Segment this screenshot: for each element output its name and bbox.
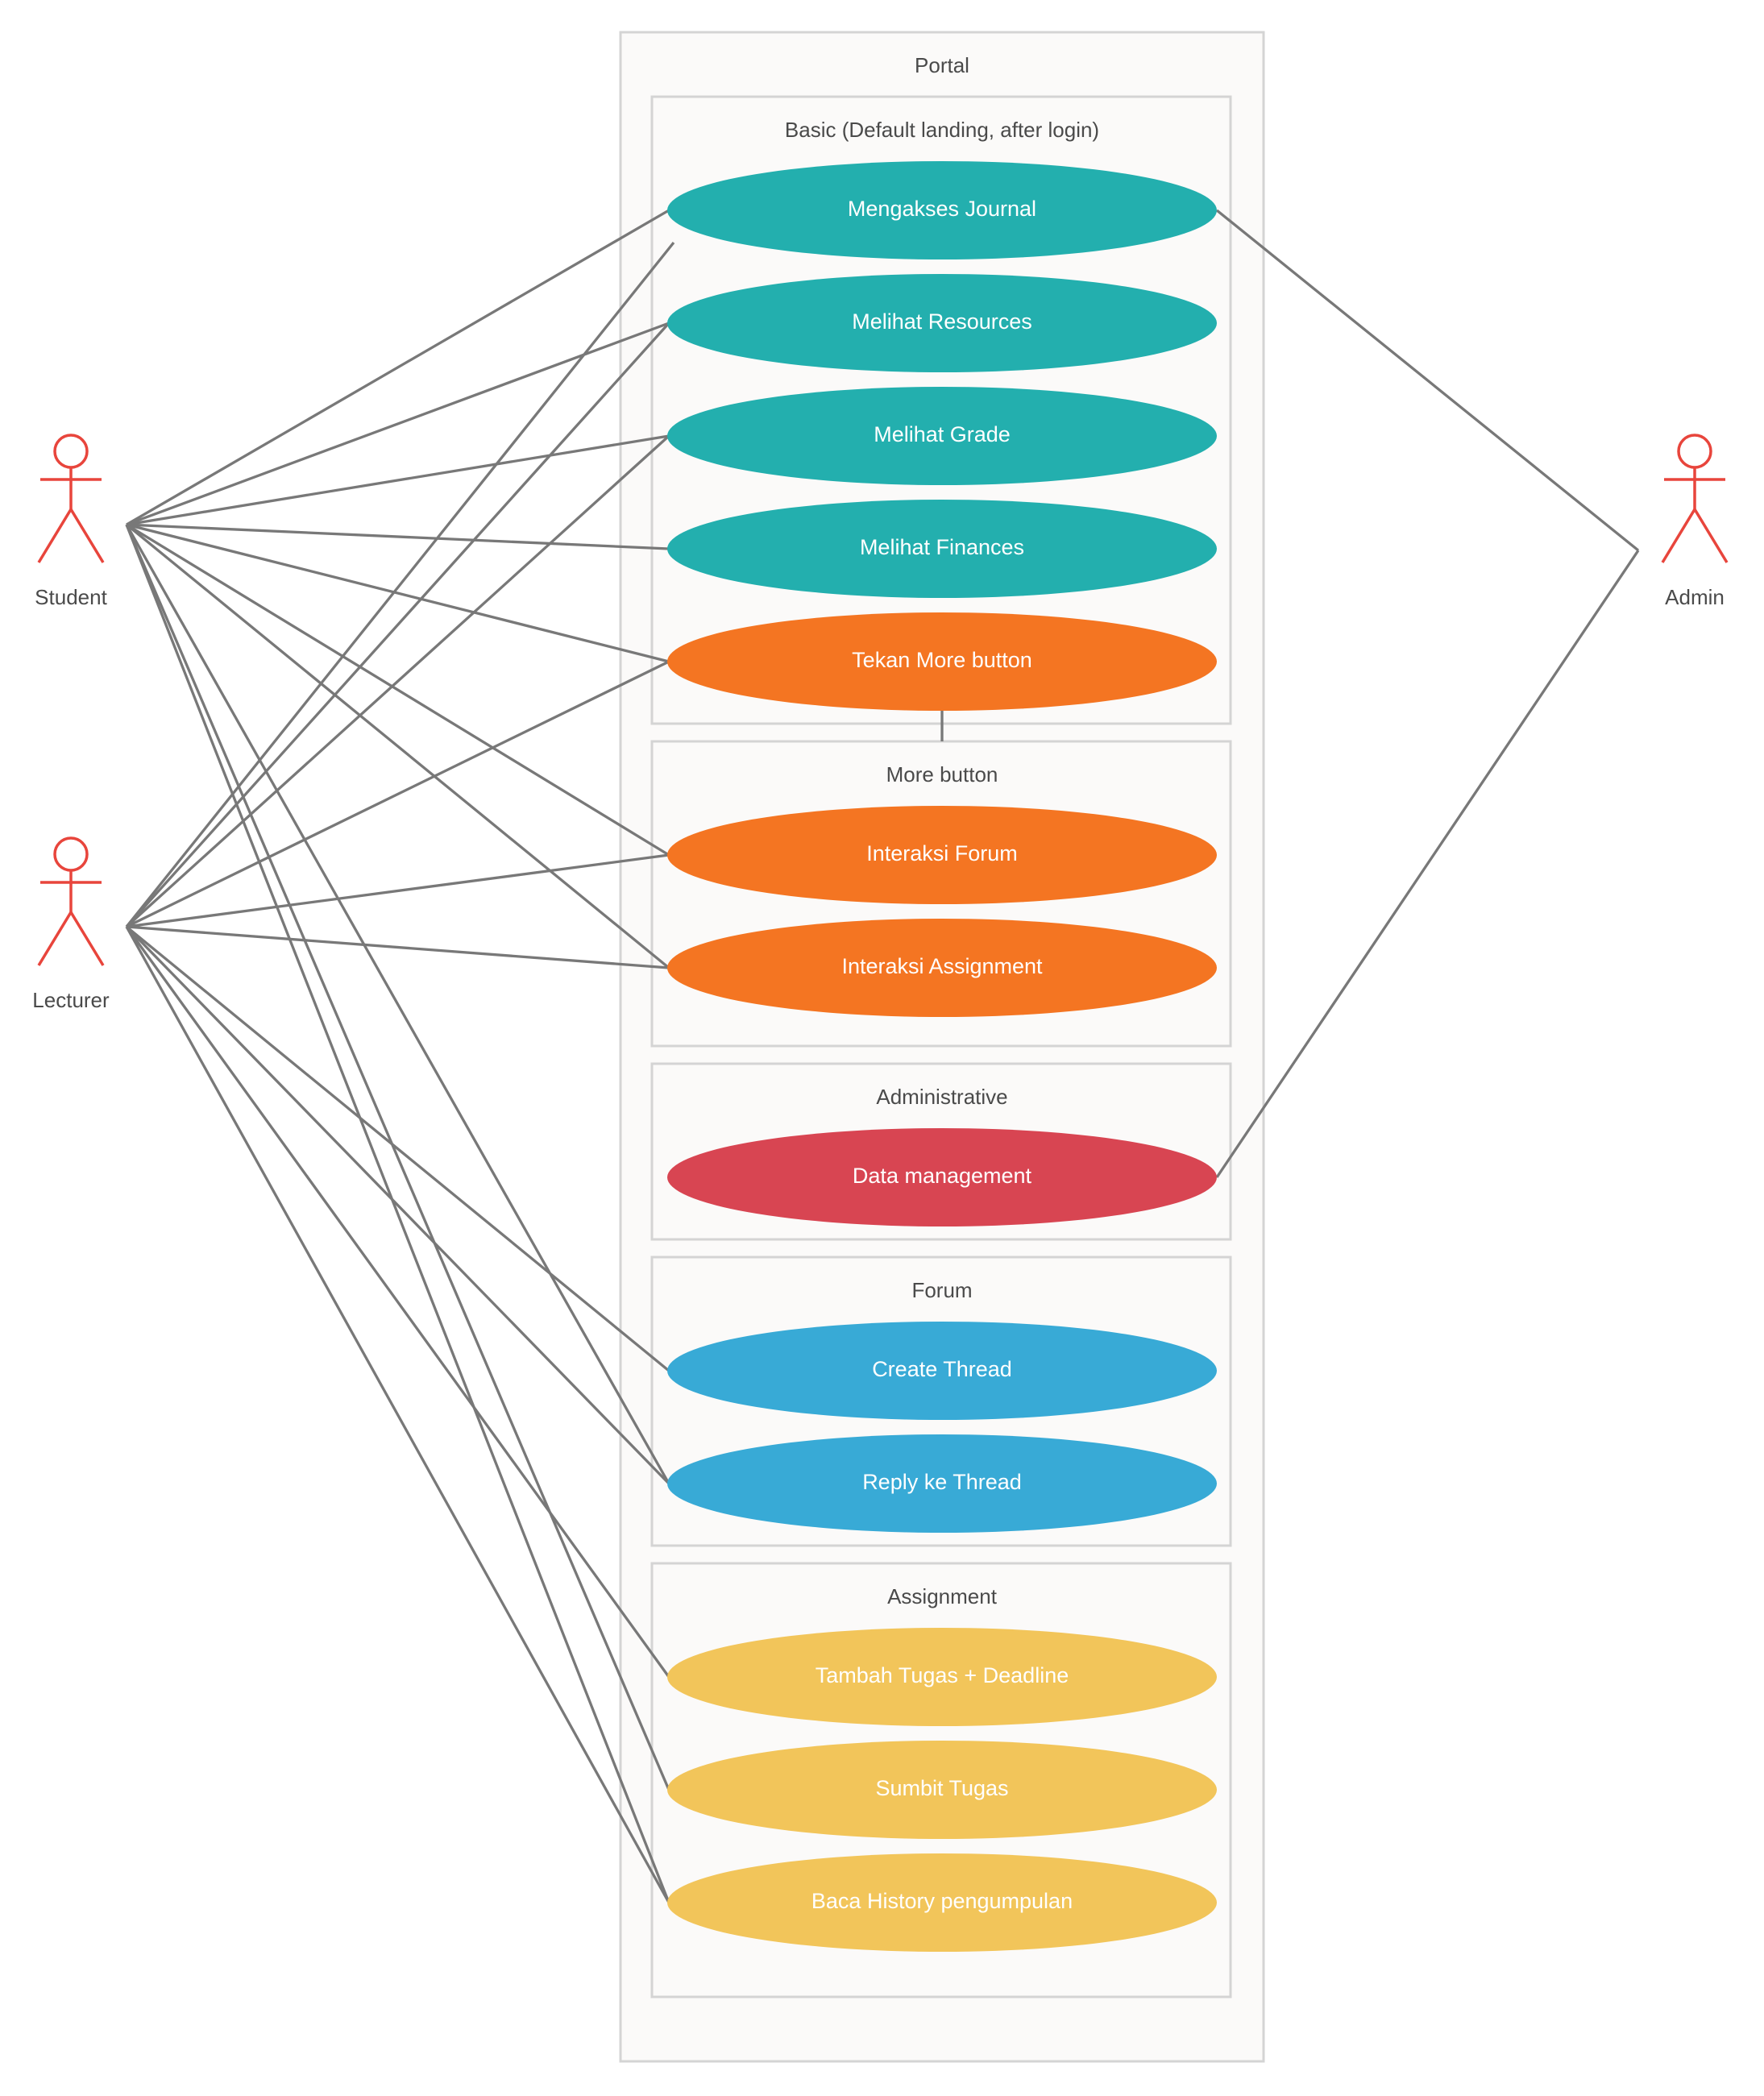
use-case-ellipse[interactable] xyxy=(667,387,1217,485)
use-case-ellipse[interactable] xyxy=(667,1128,1217,1226)
association-lecturer-resources xyxy=(125,322,670,928)
use-case-melihat-finances[interactable]: Melihat Finances xyxy=(667,500,1217,598)
use-case-label: Interaksi Forum xyxy=(866,841,1018,865)
use-case-label: Melihat Finances xyxy=(860,535,1024,559)
association-lecturer-journal xyxy=(125,241,675,928)
association-student-sumbit_tugas xyxy=(125,524,670,1791)
association-student-grade xyxy=(126,434,670,526)
use-case-label: Baca History pengumpulan xyxy=(811,1889,1073,1913)
use-case-label: Tekan More button xyxy=(852,648,1032,672)
use-case-ellipse[interactable] xyxy=(667,1434,1217,1533)
use-case-label: Melihat Resources xyxy=(852,309,1032,334)
use-case-ellipse[interactable] xyxy=(667,1628,1217,1726)
association-student-finances xyxy=(126,523,670,550)
use-case-ellipse[interactable] xyxy=(667,919,1217,1017)
association-lecturer-history xyxy=(125,926,670,1903)
use-case-interaksi-assignment[interactable]: Interaksi Assignment xyxy=(667,919,1217,1017)
association-student-resources xyxy=(126,322,670,526)
use-case-ellipse[interactable] xyxy=(667,806,1217,904)
association-admin-journal xyxy=(1215,209,1640,552)
package-title: Basic (Default landing, after login) xyxy=(785,118,1099,142)
use-case-reply-ke-thread[interactable]: Reply ke Thread xyxy=(667,1434,1217,1533)
association-admin-data_mgmt xyxy=(1215,550,1640,1178)
use-case-ellipse[interactable] xyxy=(667,161,1217,259)
use-case-label: Sumbit Tugas xyxy=(875,1776,1008,1800)
association-student-assign_int xyxy=(125,523,670,969)
association-lecturer-create_thread xyxy=(125,925,670,1372)
use-case-melihat-grade[interactable]: Melihat Grade xyxy=(667,387,1217,485)
association-student-journal xyxy=(126,209,670,526)
association-lecturer-tambah_tugas xyxy=(125,926,670,1678)
use-case-mengakses-journal[interactable]: Mengakses Journal xyxy=(667,161,1217,259)
actor-lecturer[interactable]: Lecturer xyxy=(32,836,110,1012)
use-case-ellipse[interactable] xyxy=(667,1853,1217,1952)
stick-figure-icon xyxy=(37,836,105,966)
use-case-label: Reply ke Thread xyxy=(862,1470,1022,1494)
association-lecturer-more_btn xyxy=(126,660,670,928)
use-case-melihat-resources[interactable]: Melihat Resources xyxy=(667,274,1217,372)
use-case-interaksi-forum[interactable]: Interaksi Forum xyxy=(667,806,1217,904)
use-case-ellipse[interactable] xyxy=(667,274,1217,372)
stick-figure-icon xyxy=(37,434,105,563)
use-case-tambah-tugas-deadline[interactable]: Tambah Tugas + Deadline xyxy=(667,1628,1217,1726)
package-title: More button xyxy=(886,762,998,787)
use-case-label: Melihat Grade xyxy=(874,422,1011,446)
use-case-create-thread[interactable]: Create Thread xyxy=(667,1322,1217,1420)
use-case-sumbit-tugas[interactable]: Sumbit Tugas xyxy=(667,1741,1217,1839)
use-case-data-management[interactable]: Data management xyxy=(667,1128,1217,1226)
use-case-ellipse[interactable] xyxy=(667,612,1217,711)
actor-admin[interactable]: Admin xyxy=(1661,434,1729,609)
use-case-ellipse[interactable] xyxy=(667,1741,1217,1839)
association-student-forum_int xyxy=(126,523,670,857)
use-case-ellipse[interactable] xyxy=(667,500,1217,598)
actor-student[interactable]: Student xyxy=(35,434,108,609)
package-title: Assignment xyxy=(887,1584,998,1608)
stick-figure-icon xyxy=(1661,434,1729,563)
actor-name: Student xyxy=(35,585,107,609)
use-case-label: Create Thread xyxy=(872,1357,1012,1381)
use-case-label: Mengakses Journal xyxy=(848,197,1036,221)
package-title: Administrative xyxy=(876,1085,1007,1109)
use-case-label: Data management xyxy=(853,1164,1032,1188)
actor-name: Lecturer xyxy=(32,988,110,1012)
use-case-baca-history-pengumpulan[interactable]: Baca History pengumpulan xyxy=(667,1853,1217,1952)
association-lecturer-reply_thread xyxy=(125,925,670,1485)
association-student-more_btn xyxy=(126,523,670,663)
association-lecturer-assign_int xyxy=(126,925,670,969)
system-title: Portal xyxy=(915,53,969,77)
association-lines xyxy=(125,209,1640,1903)
association-lecturer-grade xyxy=(125,434,670,928)
package-title: Forum xyxy=(911,1278,972,1302)
association-lecturer-forum_int xyxy=(126,853,670,928)
use-case-label: Interaksi Assignment xyxy=(841,954,1043,978)
association-student-history xyxy=(125,524,670,1903)
use-case-label: Tambah Tugas + Deadline xyxy=(816,1663,1069,1687)
actor-name: Admin xyxy=(1665,585,1725,609)
use-case-ellipse[interactable] xyxy=(667,1322,1217,1420)
use-case-tekan-more-button[interactable]: Tekan More button xyxy=(667,612,1217,711)
association-student-reply_thread xyxy=(125,524,670,1484)
